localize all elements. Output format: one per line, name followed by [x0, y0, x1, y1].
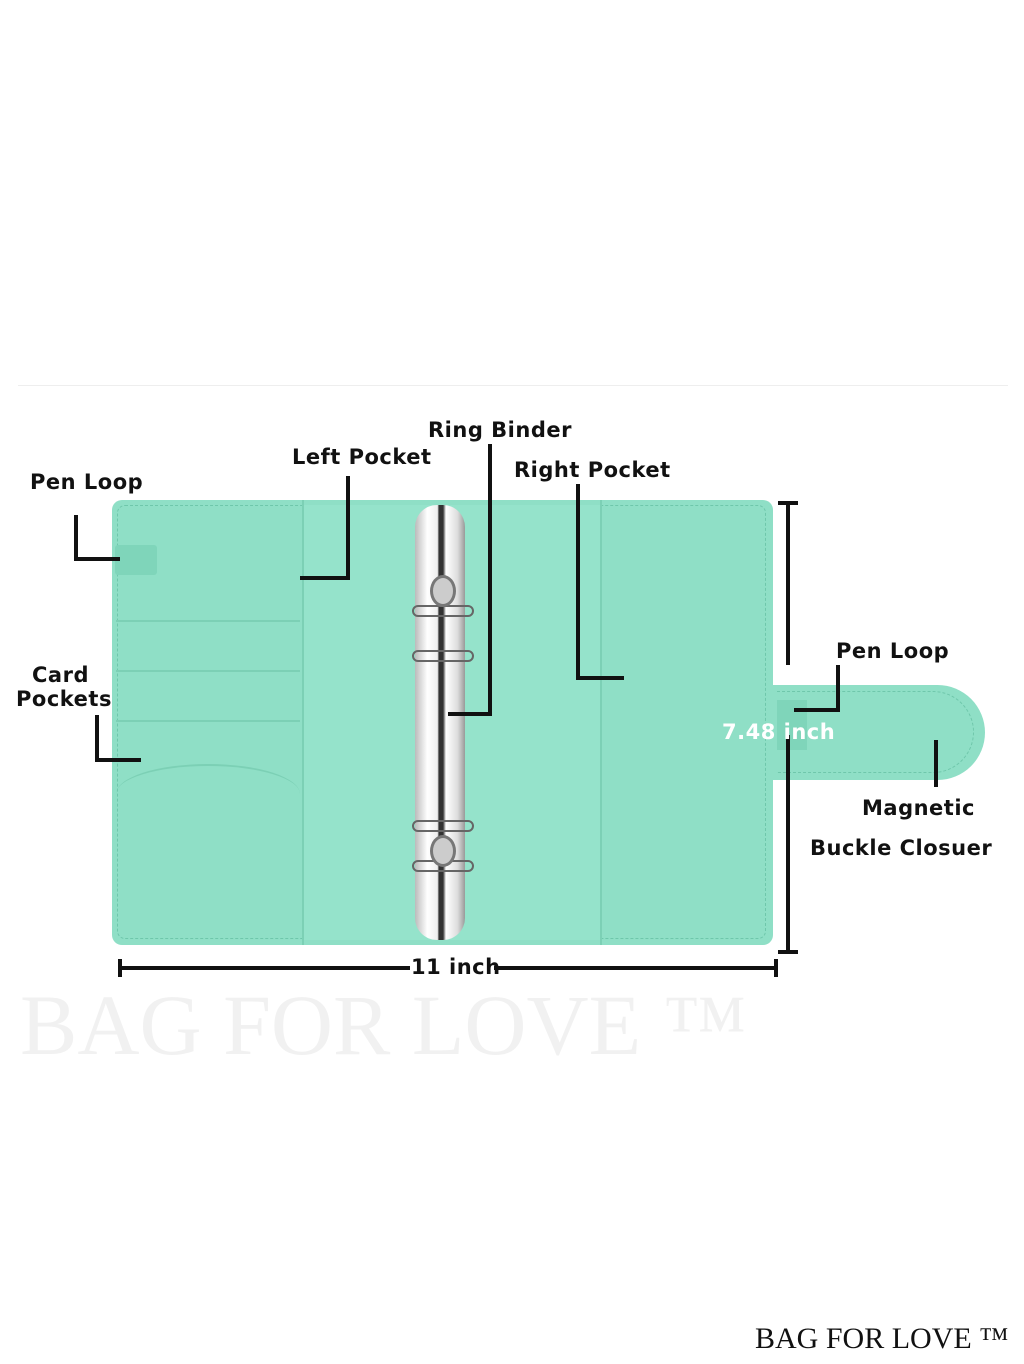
label-left-pocket: Left Pocket [292, 445, 432, 469]
label-card-pockets-2: Pockets [16, 687, 112, 711]
card-pocket [116, 620, 300, 622]
magnetic-strap [773, 685, 985, 780]
right-pocket-edge [600, 500, 602, 945]
label-buckle-closure: Buckle Closuer [810, 836, 993, 860]
binder-body [112, 500, 773, 945]
card-pocket [116, 764, 300, 796]
label-magnetic: Magnetic [862, 796, 975, 820]
divider [18, 385, 1008, 386]
label-card-pockets: Card [32, 663, 89, 687]
card-pocket [116, 670, 300, 672]
label-pen-loop-right: Pen Loop [836, 639, 950, 663]
label-ring-binder: Ring Binder [428, 418, 572, 442]
width-dimension: 11 inch [411, 955, 501, 979]
pen-loop-left [115, 545, 157, 575]
brand-logo: BAG FOR LOVE ™ [755, 1322, 1009, 1355]
card-pocket [116, 720, 300, 722]
label-right-pocket: Right Pocket [514, 458, 671, 482]
watermark: BAG FOR LOVE ™ [20, 977, 747, 1073]
height-dimension: 7.48 inch [722, 720, 836, 744]
left-pocket-edge [302, 500, 304, 945]
label-pen-loop-left: Pen Loop [30, 470, 144, 494]
ring-binder [415, 505, 465, 940]
